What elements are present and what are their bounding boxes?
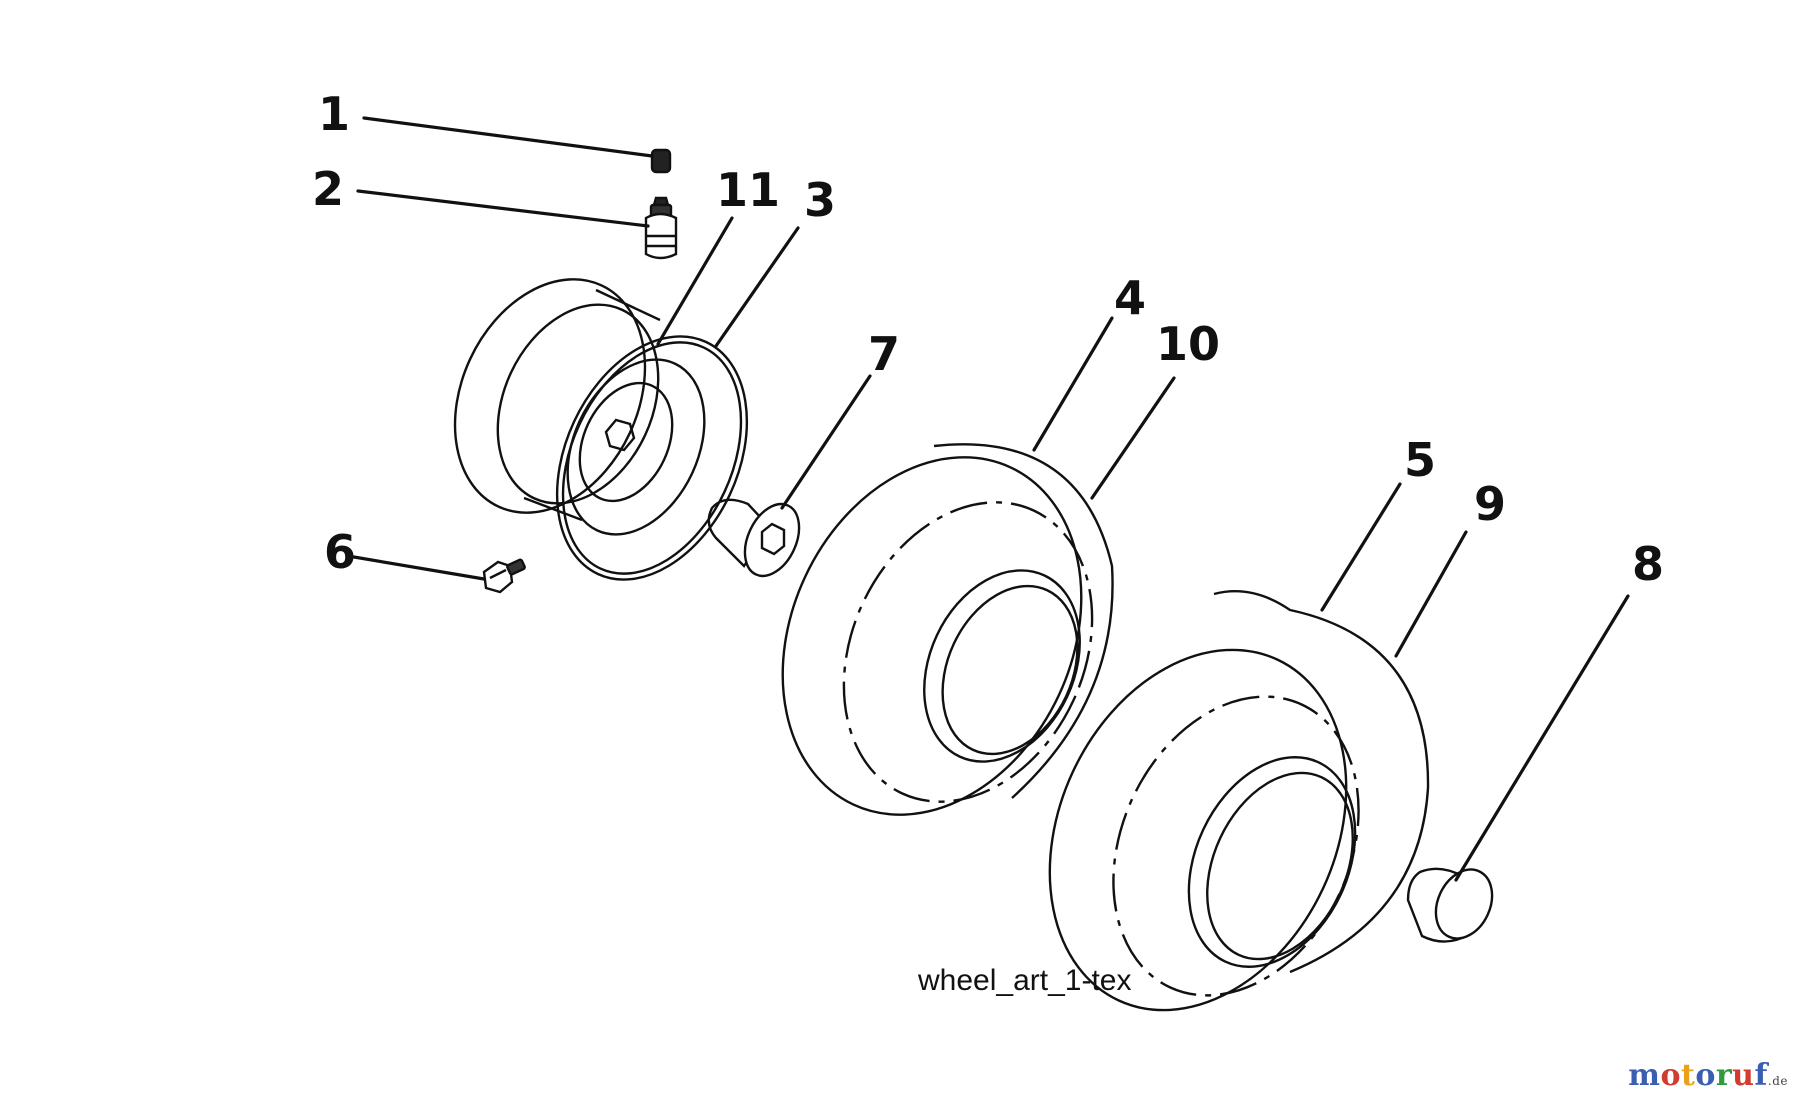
rear-tire-part xyxy=(1048,590,1430,1012)
callout-4: 4 xyxy=(1114,271,1146,325)
callout-7: 7 xyxy=(868,327,900,381)
leader-line-9 xyxy=(1394,530,1468,658)
callout-8: 8 xyxy=(1632,537,1664,591)
callout-6: 6 xyxy=(324,525,356,579)
leader-line-4 xyxy=(1032,316,1114,452)
callout-3: 3 xyxy=(804,173,836,227)
callout-5: 5 xyxy=(1404,433,1436,487)
end-cap-part xyxy=(1406,867,1494,943)
front-tire-part xyxy=(781,443,1114,816)
watermark-letter: r xyxy=(1715,1058,1733,1093)
callout-11: 11 xyxy=(716,163,780,217)
fitting-part xyxy=(482,558,526,594)
wheel-rim-part xyxy=(453,278,749,581)
leader-line-3 xyxy=(714,226,800,348)
watermark-letter: o xyxy=(1660,1058,1681,1093)
watermark-letter: u xyxy=(1732,1058,1755,1093)
leader-line-10 xyxy=(1090,376,1176,500)
watermark-letters: motoruf xyxy=(1628,1058,1768,1093)
leader-line-11 xyxy=(656,216,734,346)
motoruf-watermark: motoruf.de xyxy=(1628,1058,1788,1093)
leader-line-8 xyxy=(1454,594,1630,882)
diagram-caption: wheel_art_1-tex xyxy=(917,964,1131,997)
watermark-letter: o xyxy=(1695,1058,1716,1093)
callout-2: 2 xyxy=(312,162,344,216)
leader-line-7 xyxy=(780,374,872,510)
leader-line-2 xyxy=(356,189,650,228)
watermark-letter: f xyxy=(1754,1058,1768,1093)
watermark-letter: t xyxy=(1680,1058,1696,1093)
leader-line-1 xyxy=(362,116,654,158)
callout-1: 1 xyxy=(318,87,350,141)
valve-cap-part xyxy=(650,148,672,174)
leader-lines xyxy=(352,116,1630,882)
leader-line-6 xyxy=(352,555,486,581)
watermark-suffix: .de xyxy=(1767,1074,1788,1088)
valve-stem-part xyxy=(644,196,678,260)
watermark-letter: m xyxy=(1628,1058,1661,1093)
callout-10: 10 xyxy=(1156,317,1220,371)
callout-9: 9 xyxy=(1474,477,1506,531)
bushing-part xyxy=(707,498,801,578)
leader-line-5 xyxy=(1320,482,1402,612)
